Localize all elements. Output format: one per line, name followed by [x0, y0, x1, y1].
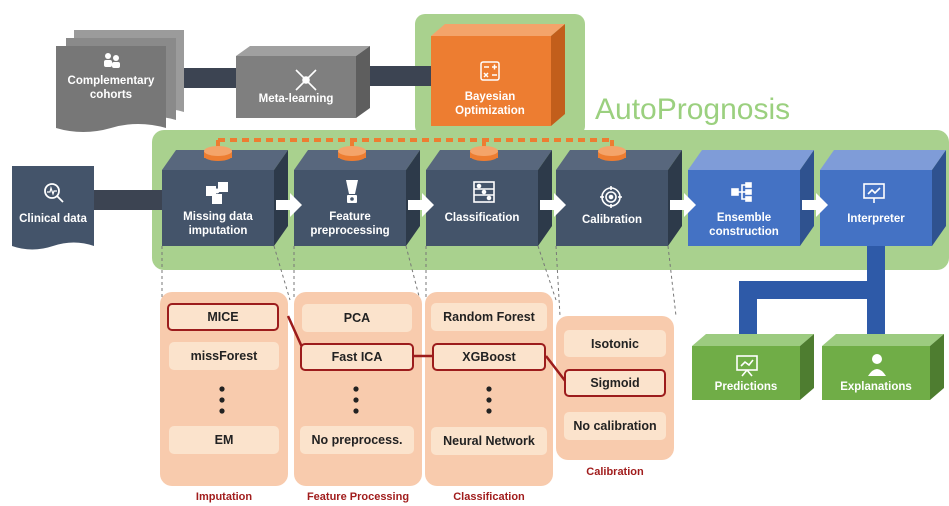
guide-lines [161, 245, 677, 317]
interpreter-label: Interpreter [847, 213, 905, 225]
cube-interpreter [820, 150, 946, 246]
cube-missing [162, 146, 288, 246]
option-sigmoid: Sigmoid [564, 369, 666, 397]
box-predictions [692, 334, 814, 400]
ensemble-label: Ensemble construction [709, 212, 779, 238]
dotted-connector [216, 138, 614, 150]
option-pca: PCA [302, 304, 412, 332]
pipe-interpreter-outputs [739, 244, 885, 346]
brand-title: AutoPrognosis [595, 93, 791, 126]
puzzle-icon [206, 182, 228, 204]
blender-icon [346, 180, 358, 203]
meta-learning-label: Meta-learning [258, 93, 334, 105]
hierarchy-icon [731, 182, 752, 202]
pipe-meta-bayes [358, 66, 434, 86]
meta-learning-box [236, 46, 370, 118]
caption-feature-processing: Feature Processing [306, 491, 410, 503]
pipeline-arrows [276, 193, 828, 217]
option-neural-network: Neural Network [431, 427, 547, 455]
cube-classification [426, 146, 552, 246]
caption-imputation: Imputation [195, 491, 253, 503]
explanations-label: Explanations [840, 381, 912, 393]
clinical-data-document [12, 166, 94, 250]
search-chart-icon [44, 183, 64, 203]
cube-calibration [556, 146, 682, 246]
missing-data-label: Missing data imputation [183, 211, 253, 237]
ellipsis-dots [219, 386, 492, 414]
option-no-calibration: No calibration [564, 412, 666, 440]
math-icon [480, 61, 500, 81]
cohorts-documents [56, 30, 184, 132]
caption-classification: Classification [453, 491, 525, 503]
bayesian-box [431, 24, 565, 126]
option-random-forest: Random Forest [431, 303, 547, 331]
person-icon [868, 354, 886, 376]
option-mice: MICE [167, 303, 279, 331]
chart-board-icon [736, 355, 758, 377]
option-no-preprocess: No preprocess. [300, 426, 414, 454]
cohorts-label: Complementary cohorts [67, 75, 155, 101]
option-missforest: missForest [169, 342, 279, 370]
network-icon [295, 69, 317, 91]
option-em: EM [169, 426, 279, 454]
predictions-label: Predictions [714, 381, 778, 393]
calibration-label: Calibration [581, 214, 643, 226]
presentation-icon [863, 183, 885, 203]
option-xgboost: XGBoost [432, 343, 546, 371]
pipe-clinical [92, 190, 164, 210]
clinical-data-label: Clinical data [19, 213, 87, 225]
target-icon [600, 186, 622, 208]
option-isotonic: Isotonic [564, 330, 666, 357]
bayesian-label: Bayesian Optimization [455, 91, 525, 117]
cube-ensemble [688, 150, 814, 246]
classification-label: Classification [444, 212, 520, 224]
option-fast-ica: Fast ICA [300, 343, 414, 371]
feature-preprocessing-label: Feature preprocessing [310, 211, 390, 237]
caption-calibration: Calibration [586, 466, 644, 478]
abacus-icon [473, 181, 495, 203]
people-icon [104, 53, 120, 68]
